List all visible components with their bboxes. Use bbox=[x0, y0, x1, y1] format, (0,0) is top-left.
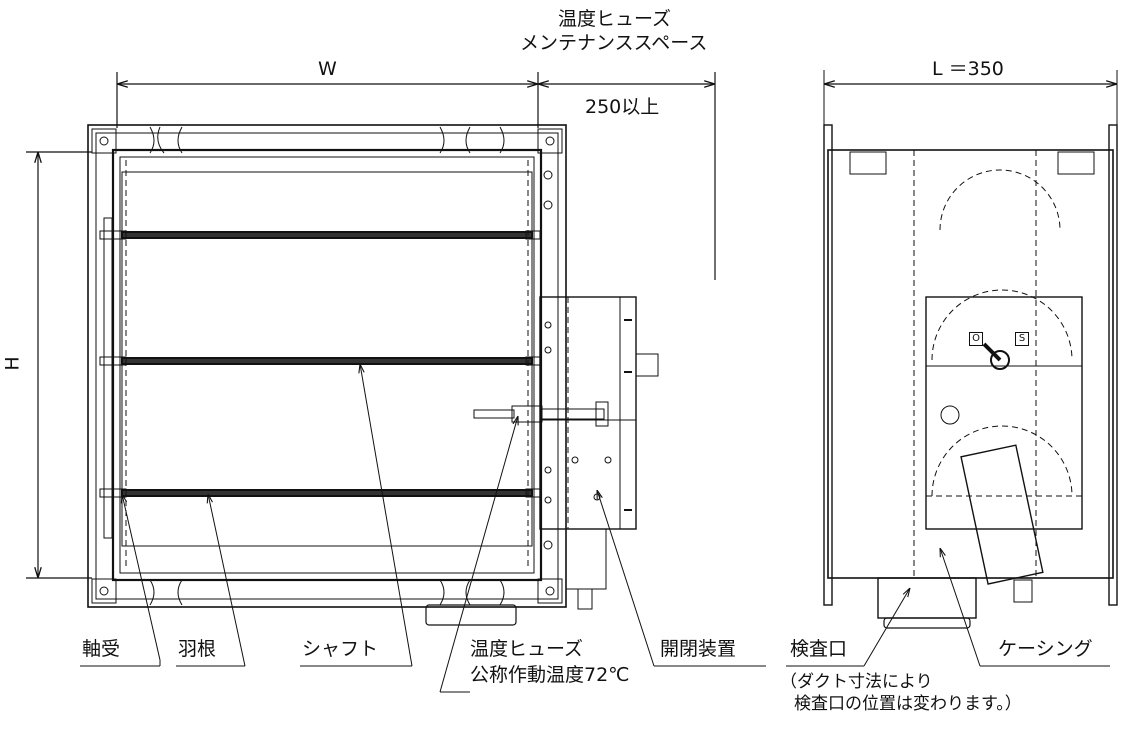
fuse-label-1: 温度ヒューズ bbox=[470, 638, 584, 660]
front-view bbox=[87, 124, 567, 608]
bearing-label: 軸受 bbox=[82, 638, 121, 660]
length-label: L ＝350 bbox=[932, 58, 1004, 80]
fuse-space-value: 250以上 bbox=[585, 96, 660, 118]
height-dimension bbox=[26, 151, 92, 579]
blade-label: 羽根 bbox=[178, 638, 217, 660]
note-line-1: （ダクト寸法により bbox=[780, 672, 933, 692]
leader-lines bbox=[80, 364, 1110, 693]
casing-label: ケーシング bbox=[998, 638, 1093, 660]
fuse-space-dimension bbox=[538, 72, 716, 280]
note-line-2: 検査口の位置は変わります。） bbox=[794, 694, 1022, 714]
blades bbox=[99, 160, 541, 570]
inspection-port-label: 検査口 bbox=[790, 638, 848, 660]
indicator-open: O bbox=[969, 332, 983, 346]
height-label: H bbox=[1, 356, 24, 371]
width-dimension bbox=[116, 72, 539, 128]
indicator-shut: S bbox=[1015, 332, 1029, 346]
fuse-space-title-2: メンテナンススペース bbox=[520, 32, 708, 54]
side-view bbox=[823, 70, 1118, 629]
fuse-space-title-1: 温度ヒューズ bbox=[558, 8, 672, 30]
fuse-label-2: 公称作動温度72℃ bbox=[470, 664, 630, 686]
width-label: W bbox=[318, 58, 337, 80]
mechanism-front bbox=[425, 296, 659, 626]
shaft-label: シャフト bbox=[302, 638, 379, 660]
mechanism-label: 開閉装置 bbox=[660, 638, 737, 660]
